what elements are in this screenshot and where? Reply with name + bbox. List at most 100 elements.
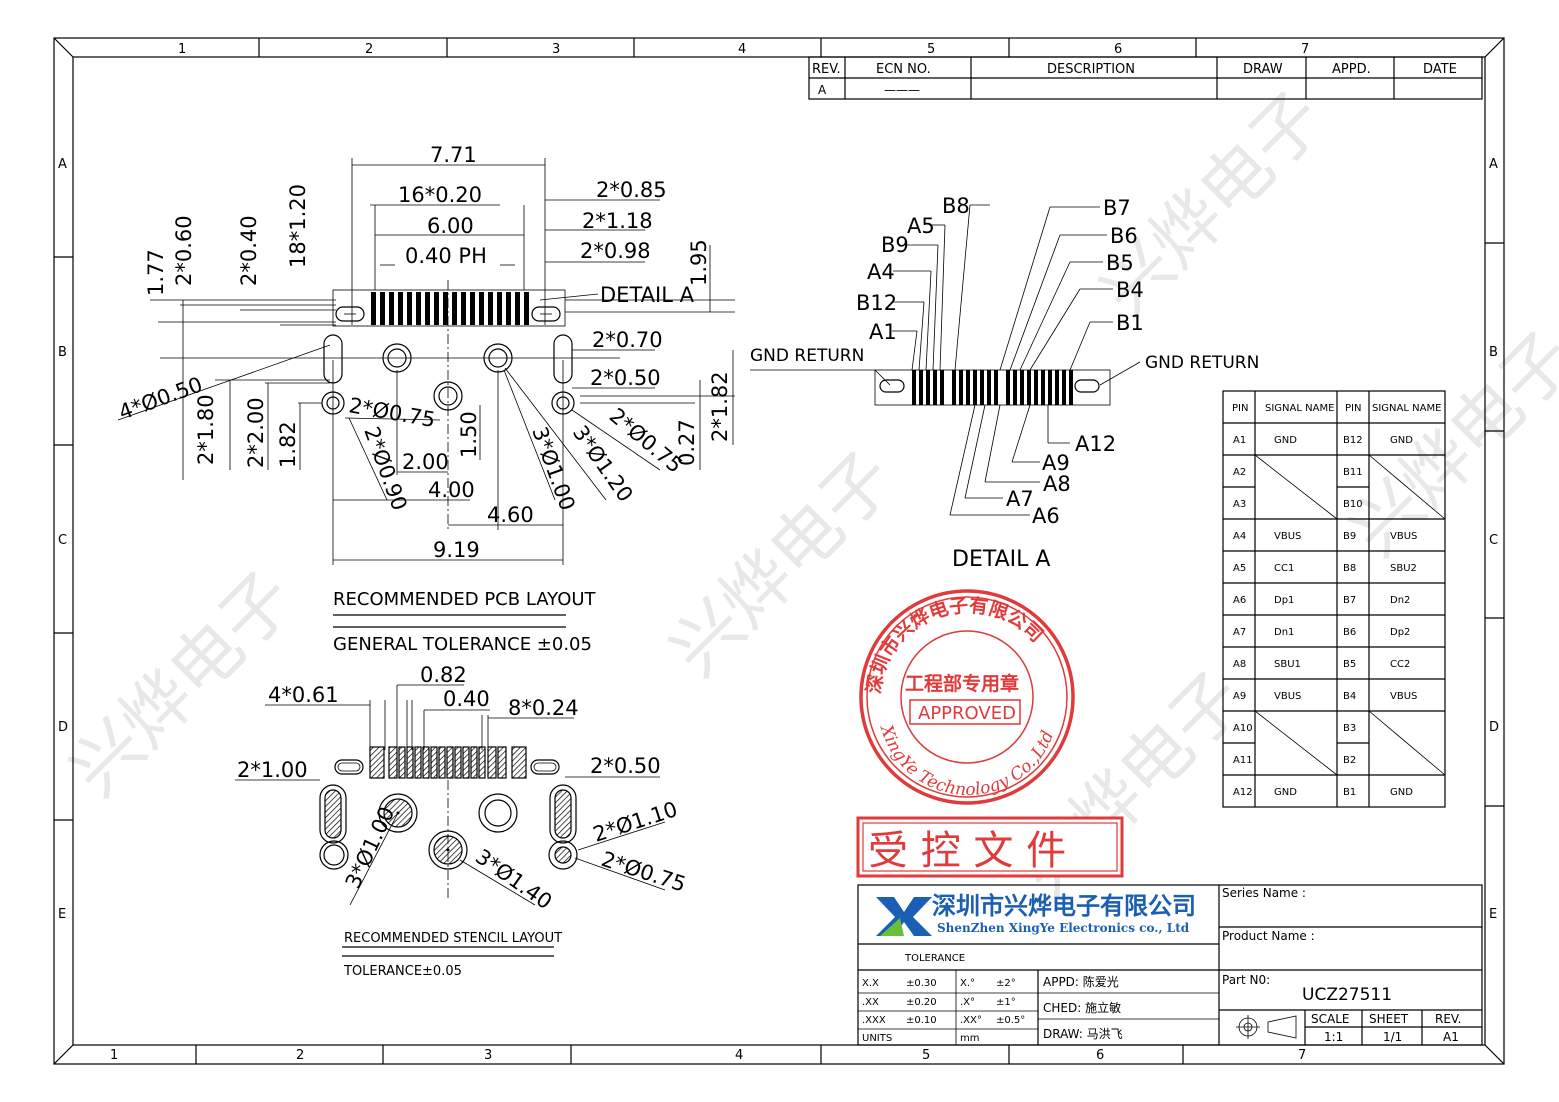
pin-table-row: A4 VBUS B9 VBUS bbox=[1233, 531, 1417, 542]
pin-cell: B7 bbox=[1343, 595, 1356, 606]
pin-cell: A7 bbox=[1233, 627, 1246, 638]
title-block: 深圳市兴烨电子有限公司 ShenZhen XingYe Electronics … bbox=[857, 884, 1483, 1046]
dim-label: 2*1.82 bbox=[708, 371, 732, 442]
col-label: 4 bbox=[738, 42, 746, 57]
stencil-dim-label: 0.82 bbox=[420, 663, 467, 687]
col-label: 6 bbox=[1096, 1048, 1104, 1063]
stamp-company-en: XingYe Technology Co.,Ltd bbox=[875, 721, 1058, 800]
row-label: D bbox=[58, 720, 68, 735]
appd-header: APPD. bbox=[1332, 62, 1371, 77]
dim-label: 2*1.18 bbox=[582, 209, 653, 233]
pin-table-row: A1 GND B12 GND bbox=[1233, 435, 1413, 446]
tol-cell: .X° bbox=[960, 997, 975, 1008]
dim-label: 1.77 bbox=[144, 249, 168, 296]
dim-label: 2*0.85 bbox=[596, 178, 667, 202]
drawing-border: 1 2 3 4 5 6 7 1 2 3 4 5 6 7 A B C D E A … bbox=[53, 37, 1505, 1065]
dim-label: 2*2.00 bbox=[244, 397, 268, 468]
tol-cell: ±2° bbox=[996, 978, 1016, 989]
signal-cell: Dp1 bbox=[1274, 595, 1294, 606]
pin-cell: A10 bbox=[1233, 723, 1253, 734]
dim-label: 2*0.98 bbox=[580, 239, 651, 263]
signal-cell: Dn2 bbox=[1390, 595, 1410, 606]
gnd-return-right: GND RETURN bbox=[1145, 353, 1259, 373]
pin-cell: A6 bbox=[1233, 595, 1246, 606]
detail-pin-label: A8 bbox=[1043, 472, 1071, 496]
pin-cell: B2 bbox=[1343, 755, 1356, 766]
col-label: 1 bbox=[178, 42, 186, 57]
signal-cell: GND bbox=[1390, 787, 1413, 798]
signal-cell: VBUS bbox=[1390, 531, 1417, 542]
signal-cell: VBUS bbox=[1274, 691, 1301, 702]
detail-pins bbox=[912, 370, 1073, 405]
rev-header: REV. bbox=[812, 62, 841, 77]
col-label: 5 bbox=[922, 1048, 930, 1063]
detail-callout: DETAIL A bbox=[600, 283, 695, 307]
dim-label: 2*0.70 bbox=[592, 328, 663, 352]
draw-field: DRAW: 马洪飞 bbox=[1043, 1027, 1123, 1041]
tol-cell: ±1° bbox=[996, 997, 1016, 1008]
sheet-label: SHEET bbox=[1369, 1012, 1409, 1026]
dim-label: 0.40 PH bbox=[405, 244, 487, 268]
col-label: 5 bbox=[927, 42, 935, 57]
dim-label: 9.19 bbox=[433, 538, 480, 562]
pin-cell: B9 bbox=[1343, 531, 1356, 542]
pin-cell: B6 bbox=[1343, 627, 1356, 638]
gnd-return-left: GND RETURN bbox=[750, 346, 864, 366]
pin-table-header: SIGNAL NAME bbox=[1265, 403, 1334, 414]
stencil-dim-label: 3*Ø1.40 bbox=[471, 844, 556, 914]
dim-label: 2*0.60 bbox=[172, 215, 196, 286]
pin-table-row: A8 SBU1 B5 CC2 bbox=[1233, 659, 1410, 670]
pin-cell: A9 bbox=[1233, 691, 1246, 702]
pin-table-row: A7 Dn1 B6 Dp2 bbox=[1233, 627, 1410, 638]
col-label: 3 bbox=[552, 42, 560, 57]
pin-table-row: A6 Dp1 B7 Dn2 bbox=[1233, 595, 1410, 606]
controlled-document-stamp: 受 控 文 件 bbox=[856, 816, 1124, 878]
detail-pin-label: B5 bbox=[1106, 251, 1134, 275]
tolerance-label: TOLERANCE bbox=[904, 953, 965, 964]
tol-cell: X.° bbox=[960, 978, 975, 989]
pin-table: PIN SIGNAL NAME PIN SIGNAL NAME A1 GND B… bbox=[1222, 390, 1446, 808]
pin-cell: B8 bbox=[1343, 563, 1356, 574]
dim-label: 2*0.40 bbox=[237, 215, 261, 286]
row-label: B bbox=[1489, 345, 1498, 360]
col-label: 3 bbox=[484, 1048, 492, 1063]
stencil-dim-label: 4*0.61 bbox=[268, 683, 339, 707]
dim-label: 18*1.20 bbox=[286, 184, 310, 268]
pin-cell: A1 bbox=[1233, 435, 1246, 446]
signal-cell: VBUS bbox=[1390, 691, 1417, 702]
company-name-en: ShenZhen XingYe Electronics co., Ltd bbox=[937, 921, 1190, 935]
draw-header: DRAW bbox=[1243, 62, 1283, 77]
dim-label: 4.00 bbox=[428, 478, 475, 502]
rev-value: A1 bbox=[1443, 1030, 1459, 1044]
tol-cell: ±0.5° bbox=[996, 1015, 1025, 1026]
part-no-label: Part N0: bbox=[1222, 973, 1270, 987]
detail-pin-label: A12 bbox=[1075, 432, 1116, 456]
dim-label: 1.50 bbox=[457, 411, 481, 458]
date-header: DATE bbox=[1423, 62, 1457, 77]
detail-pin-label: A1 bbox=[869, 320, 897, 344]
row-label: B bbox=[58, 345, 67, 360]
stencil-dim-label: 2*0.50 bbox=[590, 754, 661, 778]
stencil-layout: 4*0.61 0.82 0.40 8*0.24 2*1.00 2*0.50 2*… bbox=[235, 663, 689, 979]
pcb-layout-title: RECOMMENDED PCB LAYOUT bbox=[333, 589, 597, 610]
pin-cell: B12 bbox=[1343, 435, 1363, 446]
watermark-group: 兴烨电子 兴烨电子 兴烨电子 兴烨电子 兴烨电子 bbox=[54, 76, 1559, 912]
detail-pin-label: A7 bbox=[1006, 487, 1034, 511]
rev-label: REV. bbox=[1435, 1012, 1461, 1026]
projection-symbol-icon bbox=[1236, 1015, 1297, 1039]
scale-value: 1:1 bbox=[1324, 1030, 1343, 1044]
stencil-layout-title: RECOMMENDED STENCIL LAYOUT bbox=[344, 931, 562, 946]
signal-cell: Dp2 bbox=[1390, 627, 1410, 638]
signal-cell: SBU1 bbox=[1274, 659, 1301, 670]
pin-table-header: SIGNAL NAME bbox=[1372, 403, 1441, 414]
signal-cell: CC2 bbox=[1390, 659, 1410, 670]
description-header: DESCRIPTION bbox=[1047, 62, 1135, 77]
stencil-dim-label: 0.40 bbox=[443, 687, 490, 711]
tol-cell: UNITS bbox=[862, 1033, 892, 1044]
col-label: 7 bbox=[1298, 1048, 1306, 1063]
row-label: C bbox=[1489, 533, 1498, 548]
detail-pin-label: B6 bbox=[1110, 224, 1138, 248]
pin-table-row: A9 VBUS B4 VBUS bbox=[1233, 691, 1417, 702]
row-label: D bbox=[1489, 720, 1499, 735]
stencil-dim-label: 8*0.24 bbox=[508, 696, 579, 720]
